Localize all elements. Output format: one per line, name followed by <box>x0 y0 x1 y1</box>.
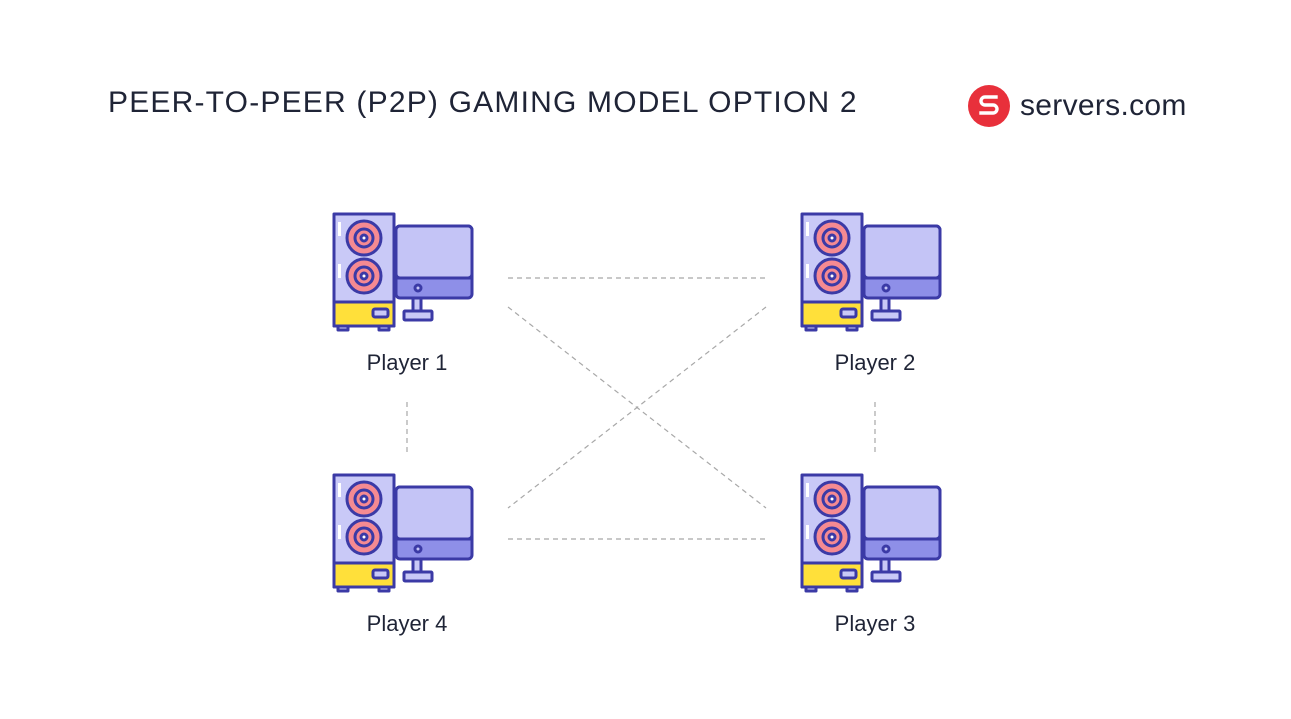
connection-player2-player4 <box>507 306 767 509</box>
servers-com-logo-icon <box>968 85 1010 127</box>
desktop-computer-icon <box>332 473 482 597</box>
desktop-computer-icon <box>800 473 950 597</box>
brand-logo[interactable]: servers.com <box>968 84 1187 128</box>
player-label: Player 2 <box>834 350 916 375</box>
player-label: Player 1 <box>366 350 448 375</box>
player-node-1[interactable]: Player 1 <box>332 212 482 375</box>
player-label: Player 4 <box>366 611 448 636</box>
page-title: PEER-TO-PEER (P2P) GAMING MODEL OPTION 2 <box>108 86 858 119</box>
brand-name: servers.com <box>1020 89 1187 122</box>
player-node-3[interactable]: Player 3 <box>800 473 950 636</box>
player-label: Player 3 <box>834 611 916 636</box>
desktop-computer-icon <box>332 212 482 336</box>
player-node-4[interactable]: Player 4 <box>332 473 482 636</box>
player-node-2[interactable]: Player 2 <box>800 212 950 375</box>
desktop-computer-icon <box>800 212 950 336</box>
